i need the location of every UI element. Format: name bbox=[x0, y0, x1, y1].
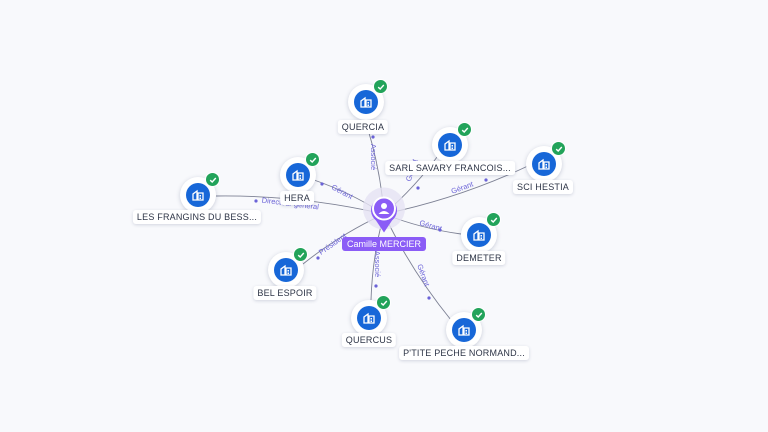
company-node-frangins[interactable] bbox=[180, 172, 220, 213]
building-icon bbox=[274, 258, 298, 282]
building-icon bbox=[532, 152, 556, 176]
edge-label-hera: Gérant bbox=[330, 182, 355, 201]
company-label-sarl-savary[interactable]: SARL SAVARY FRANCOIS... bbox=[385, 161, 515, 175]
edge-label-demeter: Gérant bbox=[418, 218, 443, 233]
company-node-demeter[interactable] bbox=[461, 212, 501, 253]
building-icon bbox=[467, 223, 491, 247]
edge-arrow-quercia bbox=[371, 135, 375, 139]
company-node-hera[interactable] bbox=[280, 152, 320, 193]
check-icon bbox=[457, 122, 472, 137]
edge-arrow-sci-hestia bbox=[484, 178, 488, 182]
edge-arrow-quercus bbox=[374, 284, 378, 288]
check-icon bbox=[205, 172, 220, 187]
edge-arrow-bel-espoir bbox=[316, 256, 320, 260]
building-icon bbox=[438, 133, 462, 157]
building-icon bbox=[357, 306, 381, 330]
edge-label-quercia: Associé bbox=[369, 144, 378, 170]
edge-arrow-ptite-peche bbox=[427, 296, 431, 300]
person-node-label[interactable]: Camille MERCIER bbox=[341, 237, 427, 251]
company-node-quercia[interactable] bbox=[348, 79, 388, 120]
company-node-sci-hestia[interactable] bbox=[526, 141, 566, 182]
company-node-sarl-savary[interactable] bbox=[432, 122, 472, 163]
check-icon bbox=[373, 79, 388, 94]
company-label-bel-espoir[interactable]: BEL ESPOIR bbox=[253, 286, 317, 300]
edge-arrow-frangins bbox=[254, 199, 258, 203]
company-label-sci-hestia[interactable]: SCI HESTIA bbox=[512, 180, 574, 194]
company-label-demeter[interactable]: DEMETER bbox=[452, 251, 506, 265]
edge-arrow-demeter bbox=[438, 228, 442, 232]
company-node-quercus[interactable] bbox=[351, 295, 391, 336]
check-icon bbox=[486, 212, 501, 227]
person-node-pin[interactable] bbox=[361, 187, 407, 244]
check-icon bbox=[376, 295, 391, 310]
building-icon bbox=[186, 183, 210, 207]
edge-arrow-sarl-savary bbox=[416, 186, 420, 190]
company-node-bel-espoir[interactable] bbox=[268, 247, 308, 288]
company-node-ptite-peche[interactable] bbox=[446, 307, 486, 348]
building-icon bbox=[452, 318, 476, 342]
edge-label-sci-hestia: Gérant bbox=[450, 179, 475, 196]
check-icon bbox=[551, 141, 566, 156]
company-label-frangins[interactable]: LES FRANGINS DU BESS... bbox=[132, 210, 262, 224]
building-icon bbox=[354, 90, 378, 114]
building-icon bbox=[286, 163, 310, 187]
edge-label-quercus: Associé bbox=[373, 251, 382, 277]
check-icon bbox=[293, 247, 308, 262]
edge-arrow-hera bbox=[320, 182, 324, 186]
company-label-quercus[interactable]: QUERCUS bbox=[341, 333, 397, 347]
company-label-quercia[interactable]: QUERCIA bbox=[337, 120, 389, 134]
company-label-ptite-peche[interactable]: P'TITE PECHE NORMAND... bbox=[399, 346, 529, 360]
check-icon bbox=[471, 307, 486, 322]
person-icon bbox=[363, 187, 405, 233]
company-label-hera[interactable]: HERA bbox=[280, 191, 314, 205]
edge-label-ptite-peche: Gérant bbox=[415, 263, 432, 288]
check-icon bbox=[305, 152, 320, 167]
